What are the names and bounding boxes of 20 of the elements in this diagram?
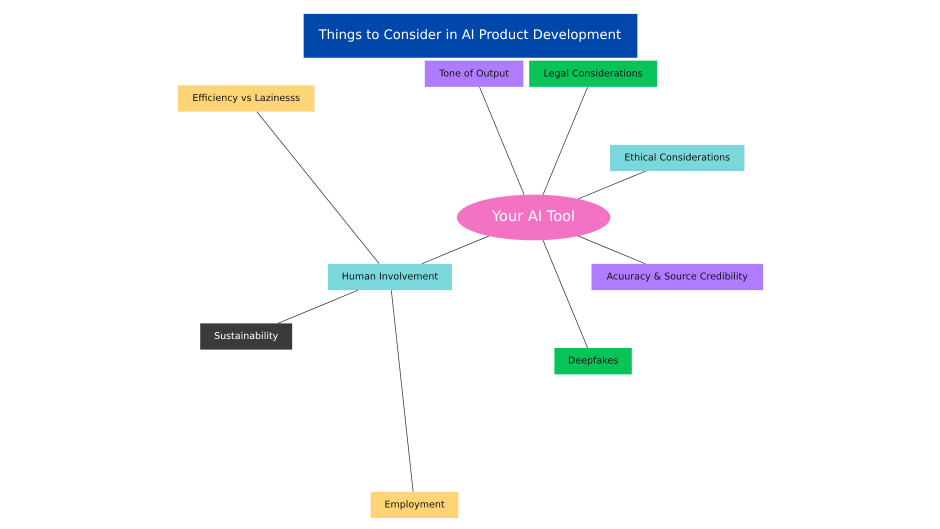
node-ellipse: Your AI Tool (456, 194, 610, 240)
connector (420, 236, 489, 264)
node-box: Ethical Considerations (610, 144, 744, 172)
connector (390, 290, 413, 492)
diagram-title: Things to Consider in AI Product Development (318, 28, 621, 44)
node-box: Acuuracy & Source Credibility (590, 264, 763, 290)
node-box: Deepfakes (554, 348, 632, 374)
connector (256, 111, 379, 264)
connector (478, 86, 524, 196)
connector (277, 290, 358, 324)
node-box: Legal Considerations (528, 60, 656, 87)
node-box: Sustainability (200, 323, 292, 350)
connector (542, 86, 588, 196)
node-box: Efficiency vs Lazinesss (177, 85, 314, 112)
node-box: Employment (370, 492, 458, 518)
node-box: Tone of Output (424, 60, 523, 87)
connector (542, 240, 588, 348)
node-box: Human Involvement (327, 264, 452, 290)
connector (577, 236, 646, 264)
connector (577, 170, 646, 200)
